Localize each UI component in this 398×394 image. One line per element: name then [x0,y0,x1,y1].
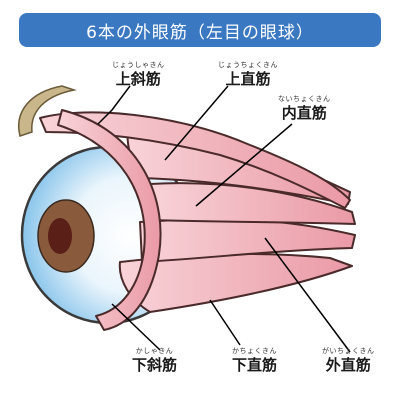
name-superior-oblique: 上斜筋 [112,72,165,87]
reading-lateral-rectus: がいちょくきん [322,348,375,355]
reading-superior-rectus: じょうちょくきん [218,62,278,69]
name-lateral-rectus: 外直筋 [322,358,375,373]
reading-inferior-rectus: かちょくきん [232,348,277,355]
leader-line-inferior-rectus [210,300,240,345]
reading-medial-rectus: ないちょくきん [278,96,331,103]
label-lateral-rectus: がいちょくきん 外直筋 [322,348,375,373]
label-inferior-rectus: かちょくきん 下直筋 [232,348,277,373]
reading-superior-oblique: じょうしゃきん [112,62,165,69]
label-inferior-oblique: かしゃきん 下斜筋 [132,348,177,373]
name-medial-rectus: 内直筋 [278,106,331,121]
label-superior-rectus: じょうちょくきん 上直筋 [218,62,278,87]
name-inferior-oblique: 下斜筋 [132,358,177,373]
name-superior-rectus: 上直筋 [218,72,278,87]
name-inferior-rectus: 下直筋 [232,358,277,373]
label-medial-rectus: ないちょくきん 内直筋 [278,96,331,121]
reading-inferior-oblique: かしゃきん [132,348,177,355]
pupil [48,218,72,254]
label-superior-oblique: じょうしゃきん 上斜筋 [112,62,165,87]
